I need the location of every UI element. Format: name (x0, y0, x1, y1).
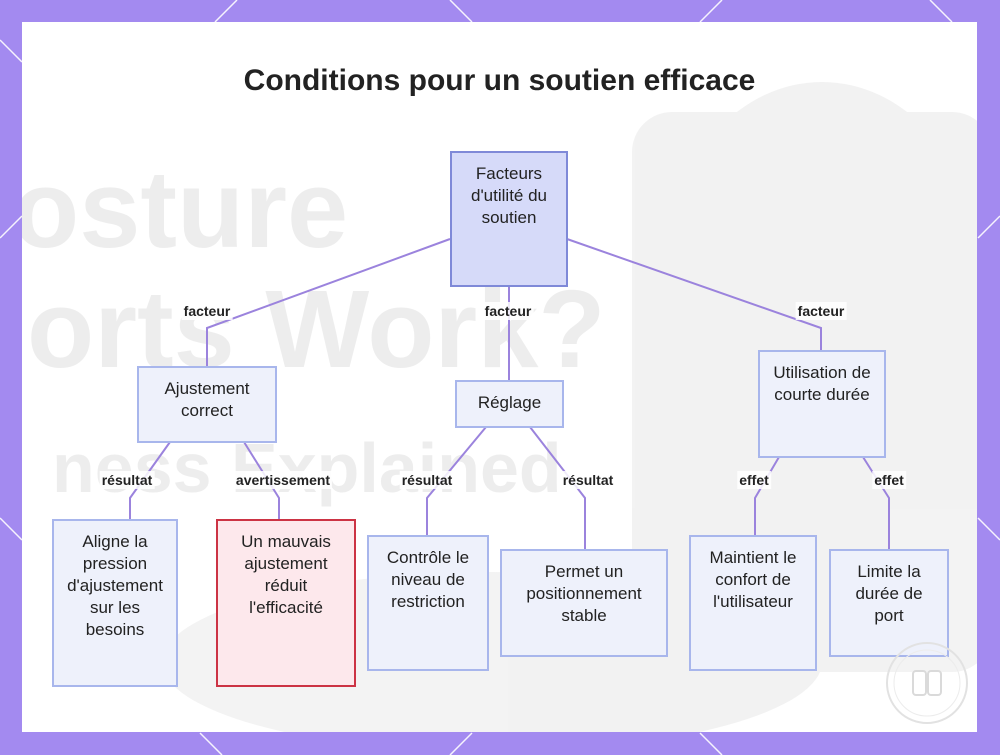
edge-label-ajustement-aligne: résultat (99, 471, 155, 489)
page-title: Conditions pour un soutien efficace (243, 64, 756, 97)
node-aligne: Aligne la pression d'ajustement sur les … (52, 519, 178, 687)
edge-label-utilisation-maintient: effet (737, 471, 771, 489)
edge-label-ajustement-mauvais: avertissement (233, 471, 333, 489)
edge-ajustement-mauvais (243, 441, 280, 520)
edge-label-reglage-controle: résultat (399, 471, 455, 489)
edge-reglage-controle (426, 426, 487, 535)
node-ajustement: Ajustement correct (137, 366, 277, 443)
node-root: Facteurs d'utilité du soutien (450, 151, 568, 287)
node-permet: Permet un positionnement stable (500, 549, 668, 657)
node-controle: Contrôle le niveau de restriction (367, 535, 489, 671)
edge-reglage-permet (529, 426, 586, 549)
edge-label-utilisation-limite: effet (872, 471, 906, 489)
edge-utilisation-limite (862, 456, 890, 549)
edge-root-utilisation (566, 238, 822, 350)
edge-utilisation-maintient (754, 456, 780, 535)
node-reglage: Réglage (455, 380, 564, 428)
edge-label-root-ajustement: facteur (181, 302, 233, 320)
node-limite: Limite la durée de port (829, 549, 949, 657)
diagram-panel: osture orts Work? ness Explained Conditi… (22, 22, 977, 732)
node-utilisation: Utilisation de courte durée (758, 350, 886, 458)
edge-label-reglage-permet: résultat (560, 471, 616, 489)
edge-label-root-reglage: facteur (482, 302, 534, 320)
logo-watermark (886, 642, 968, 724)
bg-text-line1: osture (22, 148, 348, 271)
edge-root-ajustement (206, 238, 451, 366)
node-mauvais: Un mauvais ajustement réduit l'efficacit… (216, 519, 356, 687)
edge-label-root-utilisation: facteur (795, 302, 847, 320)
edge-ajustement-aligne (129, 441, 171, 520)
node-maintient: Maintient le confort de l'utilisateur (689, 535, 817, 671)
bg-text-line3: ness Explained (52, 429, 562, 507)
